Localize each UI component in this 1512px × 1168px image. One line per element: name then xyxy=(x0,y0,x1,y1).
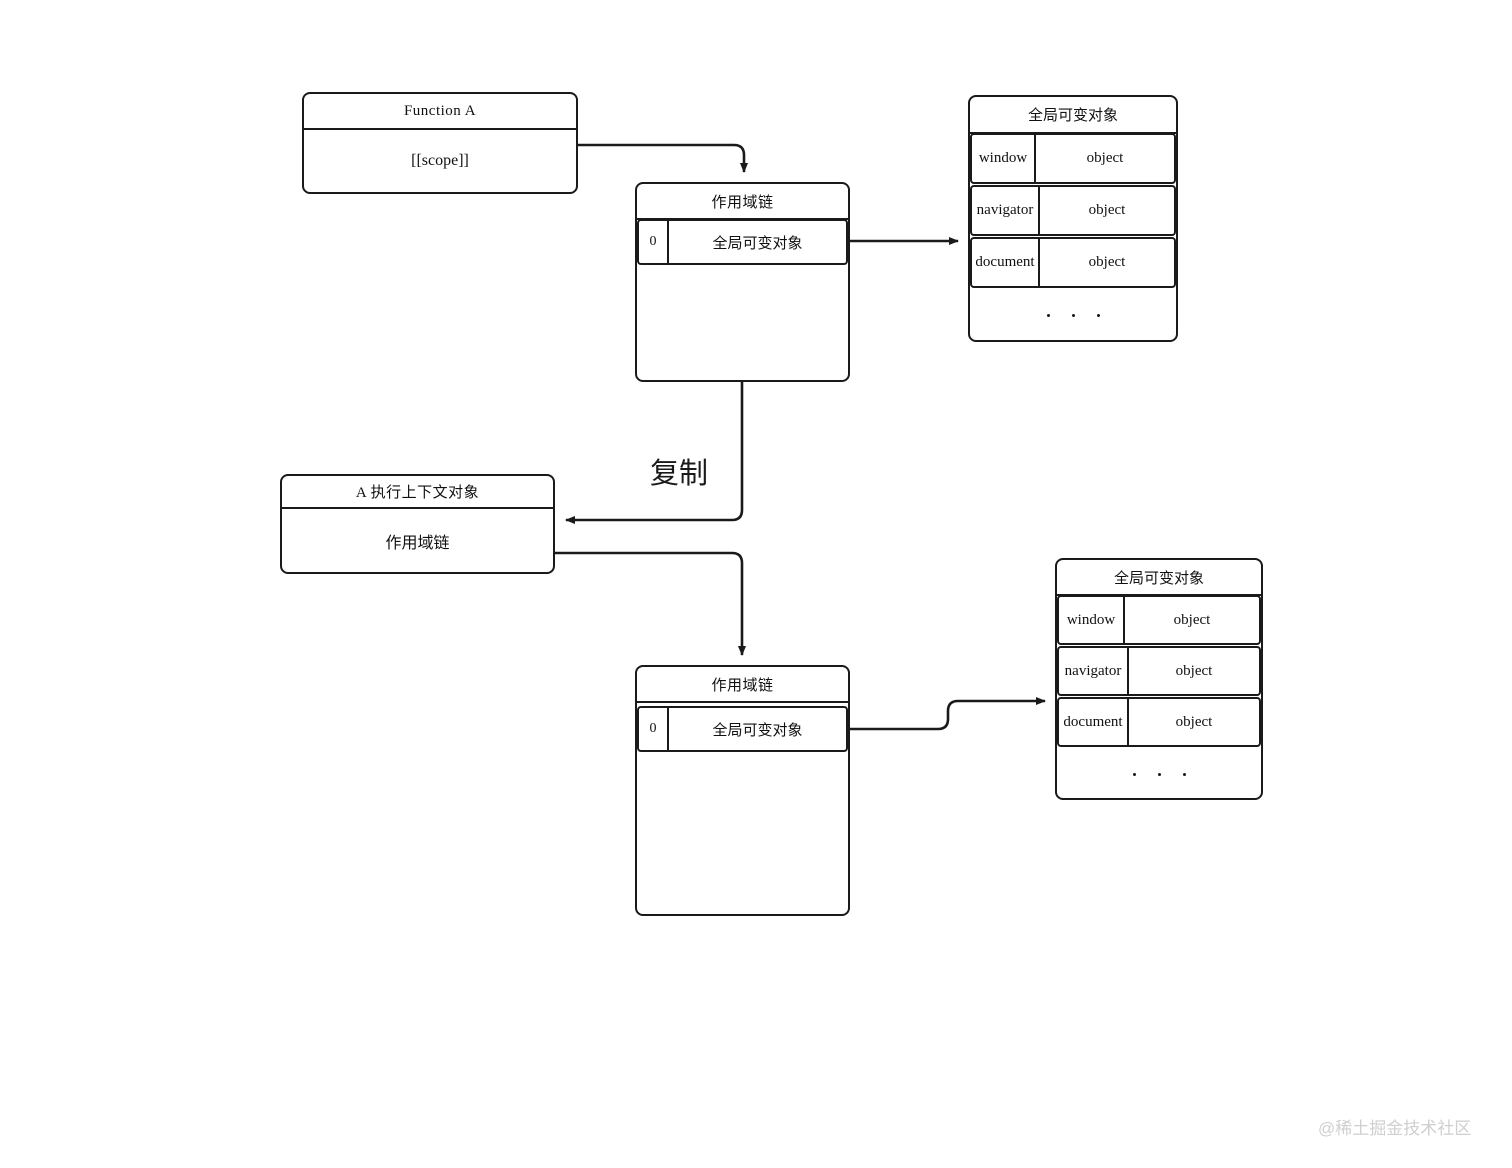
global-object-top-key-navigator: navigator xyxy=(972,187,1040,234)
global-object-bottom-key-navigator: navigator xyxy=(1059,648,1129,694)
global-object-bottom-row-navigator: navigator object xyxy=(1057,646,1261,696)
global-object-top-title: 全局可变对象 xyxy=(970,97,1176,134)
ellipsis-dot xyxy=(1046,313,1050,317)
watermark: @稀土掘金技术社区 xyxy=(1318,1119,1472,1138)
ellipsis-dot xyxy=(1132,772,1136,776)
execution-context-box: A 执行上下文对象 作用域链 xyxy=(280,474,555,574)
global-object-top-row-window: window object xyxy=(970,133,1176,184)
global-object-top-ellipsis xyxy=(968,289,1178,341)
scope-chain-bottom-row-0: 0 全局可变对象 xyxy=(637,706,848,752)
scope-chain-bottom-row-0-value: 全局可变对象 xyxy=(712,722,803,739)
global-object-top-value-document: object xyxy=(1088,254,1126,270)
scope-chain-bottom-header: 作用域链 xyxy=(637,667,848,703)
global-object-top-value-window: object xyxy=(1086,150,1124,166)
ellipsis-dot xyxy=(1096,313,1100,317)
global-object-bottom-value-navigator: object xyxy=(1175,662,1213,679)
scope-chain-bottom-row-0-index: 0 xyxy=(639,708,669,750)
edge-context-to-chain xyxy=(555,551,746,656)
global-object-bottom-value-window: object xyxy=(1173,611,1211,628)
ellipsis-dot xyxy=(1182,772,1186,776)
scope-chain-top-row-0-value: 全局可变对象 xyxy=(712,235,803,252)
global-object-top-key-window: window xyxy=(972,135,1036,182)
function-a-scope-slot: [[scope]] xyxy=(411,152,469,169)
function-a-header: Function A xyxy=(304,94,576,130)
execution-context-scope-chain-slot: 作用域链 xyxy=(385,534,450,552)
global-object-bottom-title: 全局可变对象 xyxy=(1057,560,1261,596)
scope-chain-bottom-box: 作用域链 xyxy=(635,665,850,916)
execution-context-header: A 执行上下文对象 xyxy=(282,476,553,509)
global-object-bottom-key-window: window xyxy=(1059,597,1125,643)
global-object-bottom-row-window: window object xyxy=(1057,595,1261,645)
scope-chain-top-box: 作用域链 xyxy=(635,182,850,382)
function-a-box: Function A [[scope]] xyxy=(302,92,578,194)
global-object-bottom-value-document: object xyxy=(1175,713,1213,730)
global-object-top-row-navigator: navigator object xyxy=(970,185,1176,236)
global-object-top-key-document: document xyxy=(972,239,1040,286)
ellipsis-dot xyxy=(1071,313,1075,317)
global-object-top-row-document: document object xyxy=(970,237,1176,288)
global-object-bottom-ellipsis xyxy=(1055,748,1263,800)
scope-chain-top-row-0: 0 全局可变对象 xyxy=(637,219,848,265)
global-object-bottom-key-document: document xyxy=(1059,699,1129,745)
global-object-top-value-navigator: object xyxy=(1088,202,1126,218)
ellipsis-dot xyxy=(1157,772,1161,776)
scope-chain-top-row-0-index: 0 xyxy=(639,221,669,263)
global-object-bottom-row-document: document object xyxy=(1057,697,1261,747)
copy-label: 复制 xyxy=(650,458,709,490)
edge-chain-to-global-bottom xyxy=(850,697,1046,731)
scope-chain-top-header: 作用域链 xyxy=(637,184,848,220)
